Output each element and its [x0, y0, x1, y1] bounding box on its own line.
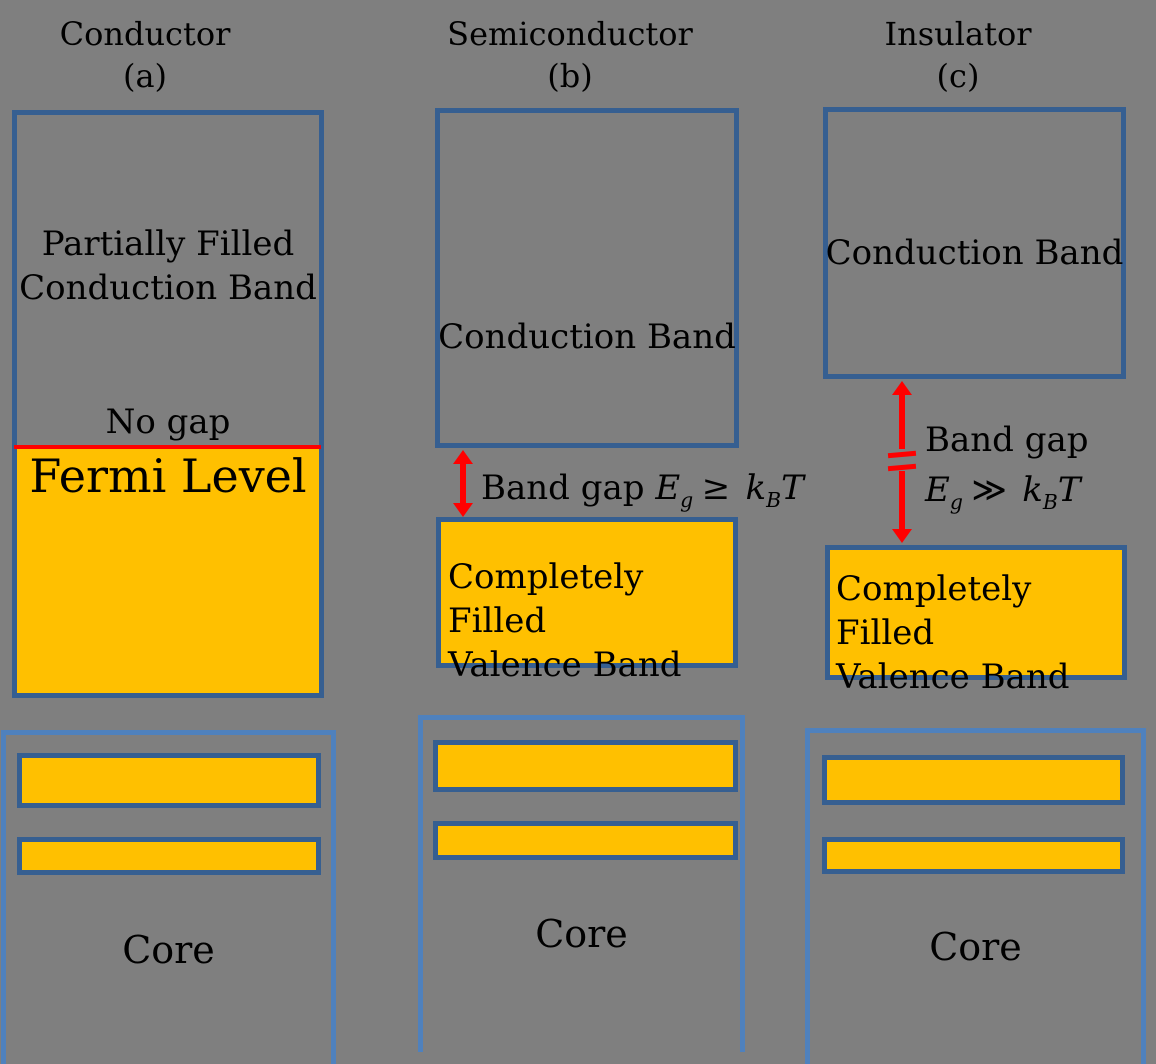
conductor-band-label-line1: Partially Filled — [41, 224, 295, 264]
semiconductor-title: Semiconductor — [447, 15, 693, 53]
eq-k: k — [745, 468, 767, 508]
insulator-band-gap-text: Band gap — [925, 420, 1089, 460]
insulator-band-gap-formula: Eg≫kBT — [925, 468, 1081, 524]
insulator-valence-label: Completely Filled Valence Band — [836, 567, 1126, 699]
fermi-level-label: Fermi Level — [29, 449, 307, 503]
semiconductor-core-band-1 — [433, 740, 738, 792]
semiconductor-core-band-2 — [433, 821, 738, 860]
conductor-core-box — [1, 730, 336, 1064]
fermi-level-line — [14, 445, 321, 449]
insulator-tag: (c) — [936, 57, 980, 95]
eq-E: E — [655, 468, 681, 508]
semiconductor-band-gap-label: Band gap Eg≥kBT — [481, 466, 804, 522]
arrow-upper-shaft — [899, 393, 905, 449]
semiconductor-core-box — [418, 715, 745, 1052]
eq-E: E — [925, 470, 950, 510]
conductor-core-band-1 — [17, 753, 321, 808]
arrow-down-head-icon — [453, 503, 473, 517]
semiconductor-conduction-box — [435, 108, 739, 448]
no-gap-label: No gap — [105, 402, 231, 442]
eq-Eg: Eg — [925, 470, 963, 514]
conductor-band-box — [12, 110, 324, 698]
eq-k: k — [1022, 470, 1043, 510]
eq-E-sub: g — [949, 489, 963, 514]
eq-kB: kB — [745, 468, 782, 512]
arrow-up-head-icon — [892, 381, 912, 395]
insulator-core-band-2 — [822, 837, 1125, 874]
insulator-core-label: Core — [929, 925, 1022, 969]
semiconductor-valence-label: Completely Filled Valence Band — [448, 555, 738, 687]
semiconductor-core-label: Core — [535, 912, 628, 956]
semiconductor-gap-text: Band gap — [481, 468, 645, 508]
insulator-valence-box — [825, 545, 1127, 680]
arrow-shaft — [460, 461, 466, 505]
eq-E-sub: g — [680, 487, 694, 512]
conductor-band-label-line2: Conduction Band — [19, 268, 317, 308]
arrow-up-head-icon — [453, 450, 473, 464]
arrow-down-head-icon — [892, 529, 912, 543]
insulator-valence-line1: Completely Filled — [836, 569, 1032, 653]
insulator-valence-line2: Valence Band — [836, 657, 1070, 697]
semiconductor-conduction-label: Conduction Band — [438, 317, 736, 357]
conductor-core-band-2 — [17, 837, 321, 875]
conductor-title: Conductor — [59, 15, 231, 53]
eq-kB: kB — [1022, 470, 1058, 514]
eq-T: T — [781, 468, 804, 508]
eq-relation: ≥ — [701, 468, 731, 508]
semiconductor-valence-box — [436, 517, 738, 668]
conductor-core-label: Core — [122, 928, 215, 972]
insulator-title: Insulator — [884, 15, 1032, 53]
insulator-core-band-1 — [822, 755, 1125, 805]
eq-relation: ≫ — [971, 470, 1007, 510]
conductor-filled-states-region — [17, 449, 319, 693]
insulator-core-box — [805, 728, 1146, 1064]
conductor-band-label: Partially Filled Conduction Band — [12, 222, 324, 310]
eq-Eg: Eg — [655, 468, 693, 512]
eq-k-sub: B — [766, 487, 782, 512]
eq-T: T — [1057, 470, 1081, 510]
conductor-tag: (a) — [122, 57, 168, 95]
insulator-conduction-box — [823, 107, 1126, 379]
arrow-lower-shaft — [899, 471, 905, 530]
arrow-break-tick-1 — [887, 450, 917, 459]
semiconductor-tag: (b) — [547, 57, 593, 95]
insulator-conduction-label: Conduction Band — [825, 233, 1124, 273]
semiconductor-valence-line1: Completely Filled — [448, 557, 644, 641]
semiconductor-valence-line2: Valence Band — [448, 645, 682, 685]
eq-k-sub: B — [1042, 489, 1058, 514]
